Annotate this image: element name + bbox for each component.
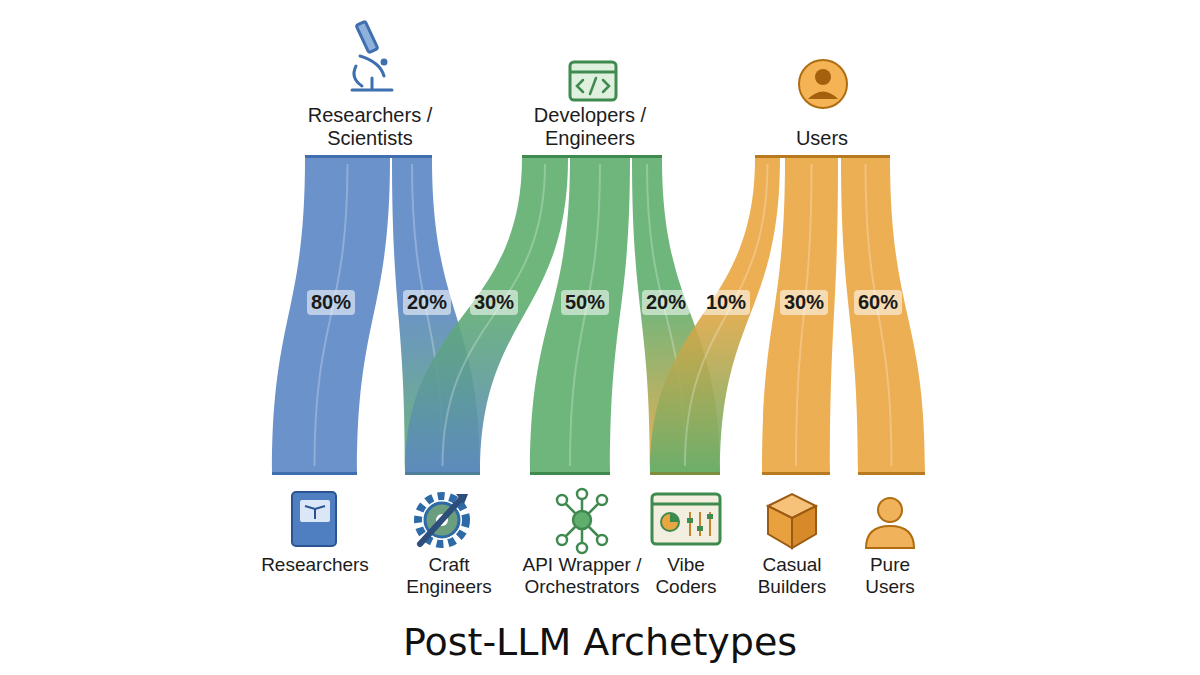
- node-bar: [650, 472, 720, 475]
- flow-ribbon: [530, 158, 630, 472]
- node-label: Developers / Engineers: [515, 104, 665, 150]
- microscope-icon: [352, 21, 392, 90]
- percent-label: 20%: [403, 290, 451, 315]
- node-bar: [522, 155, 662, 158]
- person-icon: [866, 498, 914, 548]
- box-icon: [768, 494, 816, 548]
- ribbon-highlight: [443, 164, 546, 466]
- flow-ribbon: [650, 158, 780, 472]
- ribbon-highlight: [866, 164, 892, 466]
- book-icon: [292, 492, 336, 546]
- group-node: Users: [747, 96, 897, 158]
- archetype-node: Craft Engineers: [399, 472, 499, 598]
- percent-label: 20%: [642, 290, 690, 315]
- node-bar: [530, 472, 610, 475]
- node-label: Craft Engineers: [399, 554, 499, 598]
- node-bar: [272, 472, 357, 475]
- node-label: Researchers: [250, 554, 380, 576]
- gear-wrench-icon: [418, 494, 468, 544]
- node-label: Users: [747, 127, 897, 150]
- percent-label: 80%: [307, 290, 355, 315]
- node-label: Casual Builders: [747, 554, 837, 598]
- percent-label: 10%: [702, 290, 750, 315]
- ribbon-highlight: [315, 164, 348, 466]
- percent-label: 60%: [854, 290, 902, 315]
- percent-label: 50%: [561, 290, 609, 315]
- node-label: Researchers / Scientists: [295, 104, 445, 150]
- ribbon-highlight: [685, 164, 768, 466]
- user-circle-icon: [799, 60, 847, 108]
- archetype-node: Casual Builders: [747, 472, 837, 598]
- node-label: Vibe Coders: [648, 554, 724, 598]
- diagram-title: Post-LLM Archetypes: [0, 620, 1200, 664]
- node-bar: [858, 472, 925, 475]
- network-icon: [557, 489, 607, 553]
- archetype-node: Vibe Coders: [648, 472, 724, 598]
- archetype-node: Researchers: [250, 472, 380, 576]
- node-label: API Wrapper / Orchestrators: [518, 554, 646, 598]
- ribbon-highlight: [796, 164, 812, 466]
- code-window-icon: [570, 62, 616, 100]
- dashboard-icon: [652, 494, 720, 544]
- archetype-node: API Wrapper / Orchestrators: [518, 472, 646, 598]
- ribbon-highlight: [570, 164, 600, 466]
- percent-label: 30%: [470, 290, 518, 315]
- node-bar: [305, 155, 432, 158]
- node-bar: [405, 472, 480, 475]
- node-bar: [755, 155, 890, 158]
- group-node: Developers / Engineers: [515, 96, 665, 158]
- flow-ribbon: [762, 158, 838, 472]
- archetype-node: Pure Users: [850, 472, 930, 598]
- group-node: Researchers / Scientists: [295, 96, 445, 158]
- flow-ribbon: [272, 158, 390, 472]
- flow-ribbon: [841, 158, 925, 472]
- percent-label: 30%: [780, 290, 828, 315]
- node-bar: [762, 472, 830, 475]
- node-label: Pure Users: [850, 554, 930, 598]
